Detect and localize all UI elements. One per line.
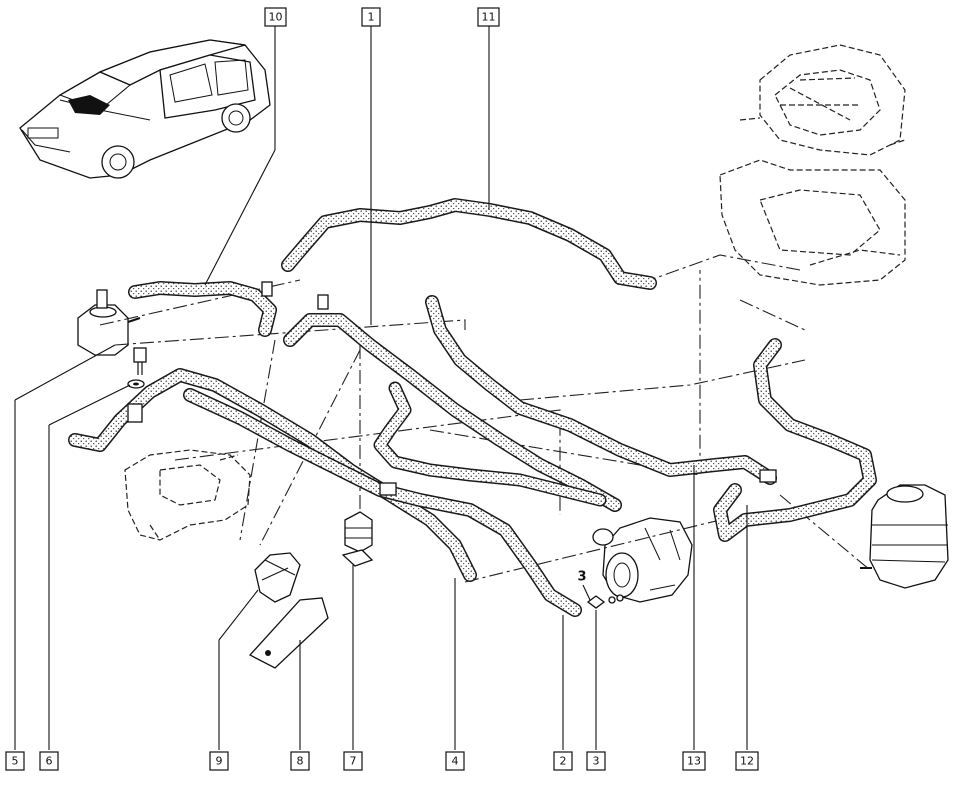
callout-6: 6 [39, 751, 59, 771]
hose-clip [341, 511, 374, 567]
callout-13: 13 [682, 751, 706, 771]
callout-4-text: 4 [452, 755, 459, 768]
inline-tag-3: 3 [577, 570, 586, 585]
callout-11-text: 11 [482, 11, 496, 24]
callout-2: 2 [553, 751, 573, 771]
hose-12 [713, 338, 877, 542]
callout-7: 7 [343, 751, 363, 771]
hose-2 [183, 388, 582, 617]
callout-5: 5 [5, 751, 25, 771]
callout-12: 12 [735, 751, 759, 771]
callout-6-text: 6 [46, 755, 53, 768]
hose-13 [425, 295, 777, 485]
thermostat-housing [77, 289, 141, 356]
leader-lines [14, 26, 748, 750]
assembly-lines [99, 254, 871, 583]
callout-1-text: 1 [368, 11, 375, 24]
callout-12-text: 12 [740, 755, 754, 768]
engine-block-ghost [719, 44, 906, 286]
callout-7-text: 7 [350, 755, 357, 768]
callout-3-text: 3 [593, 755, 600, 768]
callout-9-text: 9 [216, 755, 223, 768]
callout-4: 4 [445, 751, 465, 771]
water-pump-ghost [124, 449, 251, 541]
hose-4 [68, 368, 477, 582]
hoses [68, 198, 877, 617]
hose-small-upper [373, 381, 607, 507]
callout-1: 1 [361, 7, 381, 27]
callout-10: 10 [264, 7, 287, 27]
fittings [127, 281, 777, 609]
support-bracket [248, 552, 329, 669]
hose-11 [281, 198, 657, 290]
callout-5-text: 5 [12, 755, 19, 768]
hose-1 [283, 313, 622, 512]
hose-10 [128, 281, 277, 337]
callout-9: 9 [209, 751, 229, 771]
callout-8-text: 8 [297, 755, 304, 768]
bolt-and-washer [127, 347, 147, 389]
expansion-tank [860, 484, 949, 589]
turbocharger [592, 517, 693, 603]
car-illustration [19, 39, 271, 179]
callout-13-text: 13 [687, 755, 701, 768]
callout-2-text: 2 [560, 755, 567, 768]
callout-8: 8 [290, 751, 310, 771]
callout-3: 3 [586, 751, 606, 771]
callout-11: 11 [477, 7, 500, 27]
callout-10-text: 10 [269, 11, 283, 24]
